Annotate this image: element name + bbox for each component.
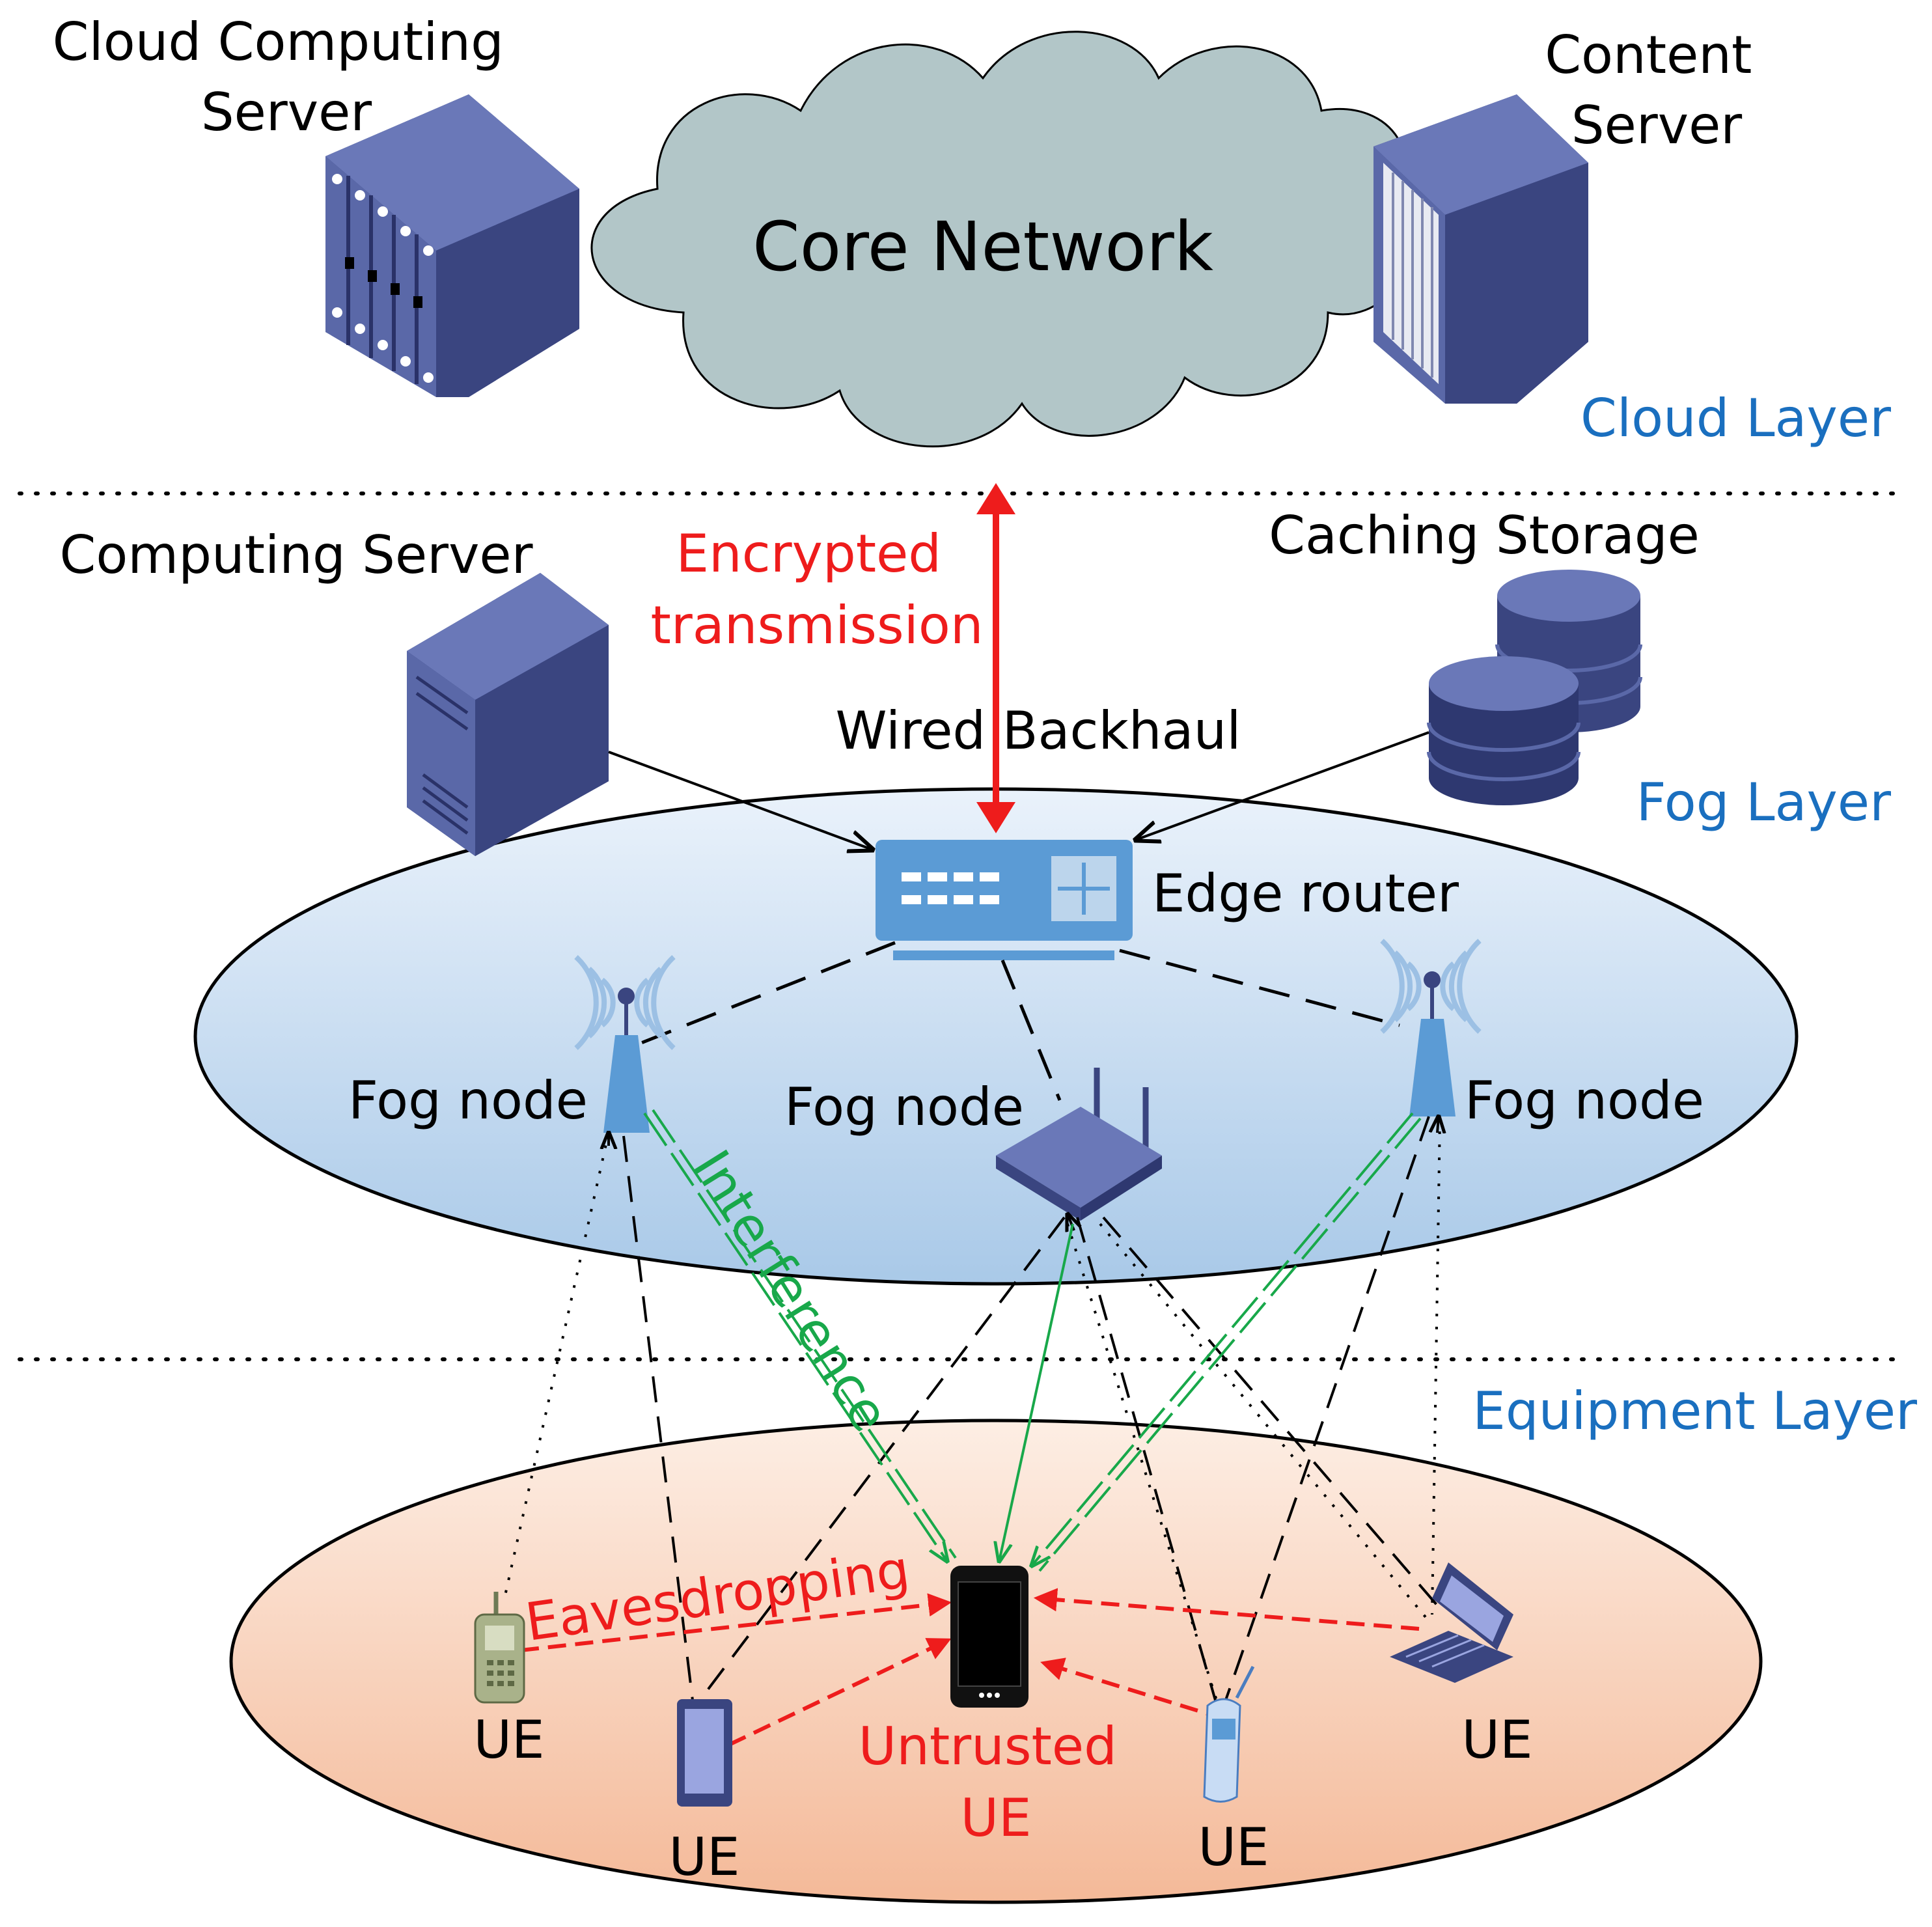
fog-ue-links bbox=[503, 1116, 1446, 1710]
eavesdropping-links bbox=[520, 1588, 1420, 1747]
wired-backhaul-label: Wired Backhaul bbox=[835, 700, 1241, 761]
fog-node-right-label: Fog node bbox=[1465, 1070, 1704, 1131]
interference-links bbox=[643, 1109, 1422, 1572]
smartphone-icon bbox=[950, 1566, 1028, 1708]
equipment-layer-label: Equipment Layer bbox=[1472, 1381, 1917, 1441]
antenna-tower-icon bbox=[574, 955, 676, 1133]
cloud-icon bbox=[590, 31, 1407, 448]
phone-icon bbox=[474, 1592, 525, 1704]
cloud-server-label: Cloud Computing Server bbox=[53, 12, 521, 143]
ue-label-laptop: UE bbox=[1461, 1710, 1532, 1770]
ue-label-handset: UE bbox=[1198, 1817, 1269, 1878]
blade-server-icon bbox=[1373, 94, 1588, 404]
rack-server-icon bbox=[325, 94, 579, 397]
ue-label-phone: UE bbox=[473, 1710, 544, 1770]
wired-backhaul-arrow bbox=[976, 483, 1015, 833]
laptop-icon bbox=[1390, 1562, 1513, 1683]
computing-server-label: Computing Server bbox=[59, 525, 532, 585]
fog-layer-label: Fog Layer bbox=[1636, 772, 1891, 833]
antenna-tower-icon bbox=[1380, 939, 1482, 1116]
computing-server-link bbox=[608, 751, 872, 850]
edge-router-label: Edge router bbox=[1152, 863, 1459, 924]
router-icon bbox=[876, 840, 1133, 960]
fog-node-left-label: Fog node bbox=[348, 1070, 588, 1131]
core-network-label: Core Network bbox=[752, 207, 1213, 286]
content-server-label: Content Server bbox=[1545, 25, 1769, 156]
wifi-router-icon bbox=[996, 1068, 1162, 1221]
phone-icon bbox=[1203, 1665, 1255, 1803]
encrypted-transmission-label: Encrypted transmission bbox=[650, 523, 983, 656]
caching-storage-link bbox=[1136, 731, 1429, 840]
database-icon bbox=[1427, 570, 1642, 805]
ue-label-tablet: UE bbox=[669, 1827, 739, 1887]
caching-storage-label: Caching Storage bbox=[1269, 505, 1700, 566]
tower-server-icon bbox=[407, 573, 609, 856]
router-fog-links bbox=[641, 941, 1400, 1101]
cloud-layer-label: Cloud Layer bbox=[1580, 388, 1891, 449]
fog-node-middle-label: Fog node bbox=[784, 1077, 1024, 1137]
tablet-icon bbox=[677, 1699, 732, 1807]
untrusted-ue-label: Untrusted UE bbox=[859, 1716, 1134, 1848]
